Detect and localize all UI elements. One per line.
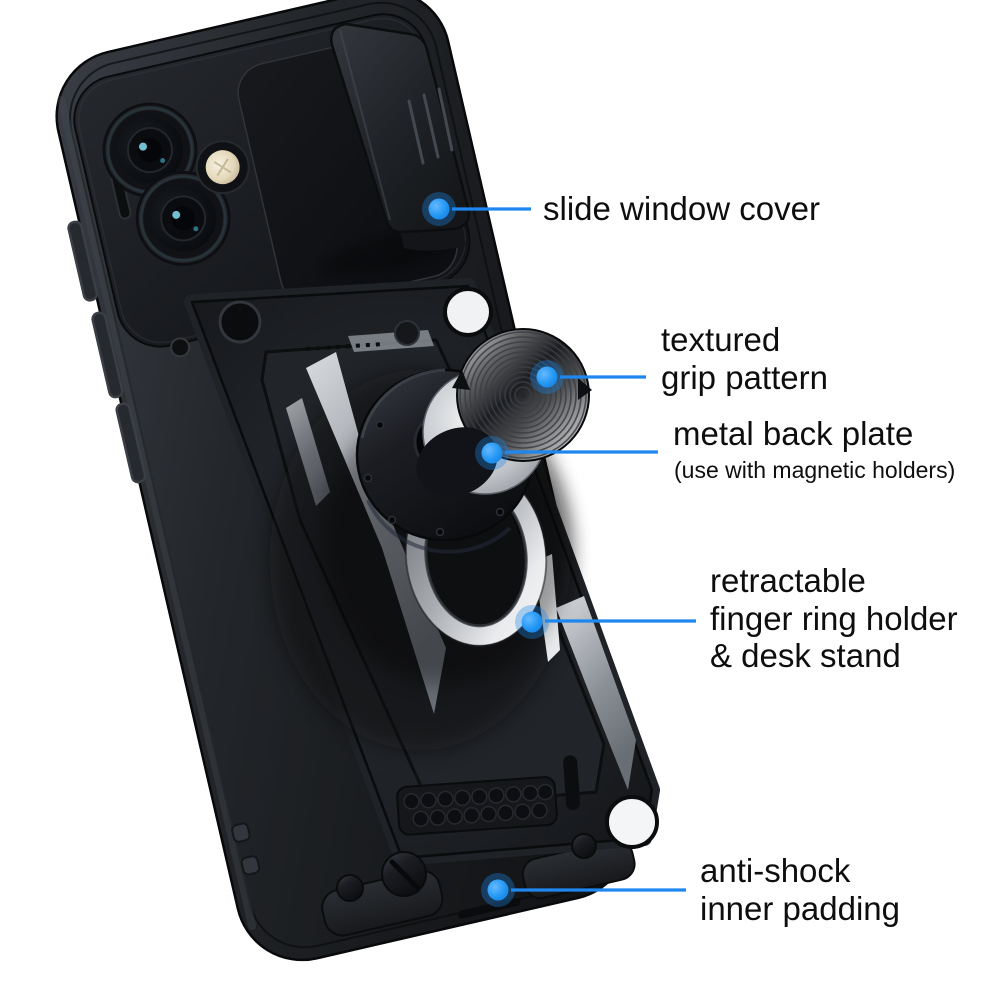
side-button-bottom xyxy=(115,402,147,484)
cover-groove xyxy=(437,87,454,152)
callout-sublabel: (use with magnetic holders) xyxy=(674,457,955,483)
mount-rim-shade xyxy=(366,499,512,554)
cover-groove xyxy=(422,93,440,159)
cover-edge-highlight xyxy=(339,29,391,221)
callout-label: anti-shock xyxy=(700,852,851,889)
lens-glint xyxy=(138,142,147,151)
mount-rivets xyxy=(363,420,505,537)
callout-metal-back-plate: metal back plate (use with magnetic hold… xyxy=(475,415,955,483)
callout-label: grip pattern xyxy=(661,359,828,396)
case-dome-screw xyxy=(571,833,597,859)
lens-glint xyxy=(193,226,199,232)
disc-notch-right xyxy=(578,378,592,400)
camera-lens-bottom xyxy=(135,170,231,266)
side-button-top xyxy=(67,220,99,302)
cover-tab xyxy=(400,228,466,251)
callout-label: slide window cover xyxy=(543,190,820,227)
case-dome-screw xyxy=(336,874,364,902)
kickstand-notch xyxy=(563,755,581,811)
callout-dot xyxy=(521,611,543,633)
bracket-clip xyxy=(416,427,498,497)
plate-hole-bottom-right xyxy=(605,795,659,849)
callout-label: metal back plate xyxy=(673,415,913,452)
callout-finger-ring-holder: retractable finger ring holder & desk st… xyxy=(515,562,958,674)
side-button-middle xyxy=(91,311,124,399)
side-nub xyxy=(231,822,251,843)
plate-screw-bottom-left xyxy=(381,851,427,897)
lens-glint xyxy=(160,158,166,164)
side-nub xyxy=(240,855,261,876)
plate-tick-strip xyxy=(305,342,384,351)
callout-dot xyxy=(536,366,558,388)
callout-dot xyxy=(481,442,503,464)
callout-label: finger ring holder xyxy=(710,600,958,637)
lens-glint xyxy=(172,210,181,219)
honeycomb-grip-strip xyxy=(396,755,581,836)
callout-label: textured xyxy=(661,321,780,358)
island-screw xyxy=(170,337,191,358)
callout-textured-grip-pattern: textured grip pattern xyxy=(530,321,828,396)
plate-accent-left-small xyxy=(286,398,330,506)
plate-hole-top-left xyxy=(218,300,262,344)
callout-anti-shock-padding: anti-shock inner padding xyxy=(481,852,900,927)
callout-slide-window-cover: slide window cover xyxy=(422,190,820,227)
callout-dot xyxy=(428,198,450,220)
plate-accent-right xyxy=(556,596,636,790)
slide-window-cover xyxy=(330,22,470,234)
plate-hole-top-right xyxy=(443,287,493,337)
callout-label: inner padding xyxy=(700,890,900,927)
mount-rim-highlight xyxy=(360,368,446,439)
bottom-port-slot xyxy=(457,897,521,919)
callout-label: & desk stand xyxy=(710,637,901,674)
callout-dot xyxy=(487,879,509,901)
plate-knob xyxy=(394,320,420,346)
disc-notch-left xyxy=(452,370,470,390)
case-edge-highlight xyxy=(57,95,257,931)
camera-flash xyxy=(195,140,250,195)
cover-groove xyxy=(407,99,425,165)
grip-pattern-disc xyxy=(452,328,592,462)
callout-label: retractable xyxy=(710,562,866,599)
